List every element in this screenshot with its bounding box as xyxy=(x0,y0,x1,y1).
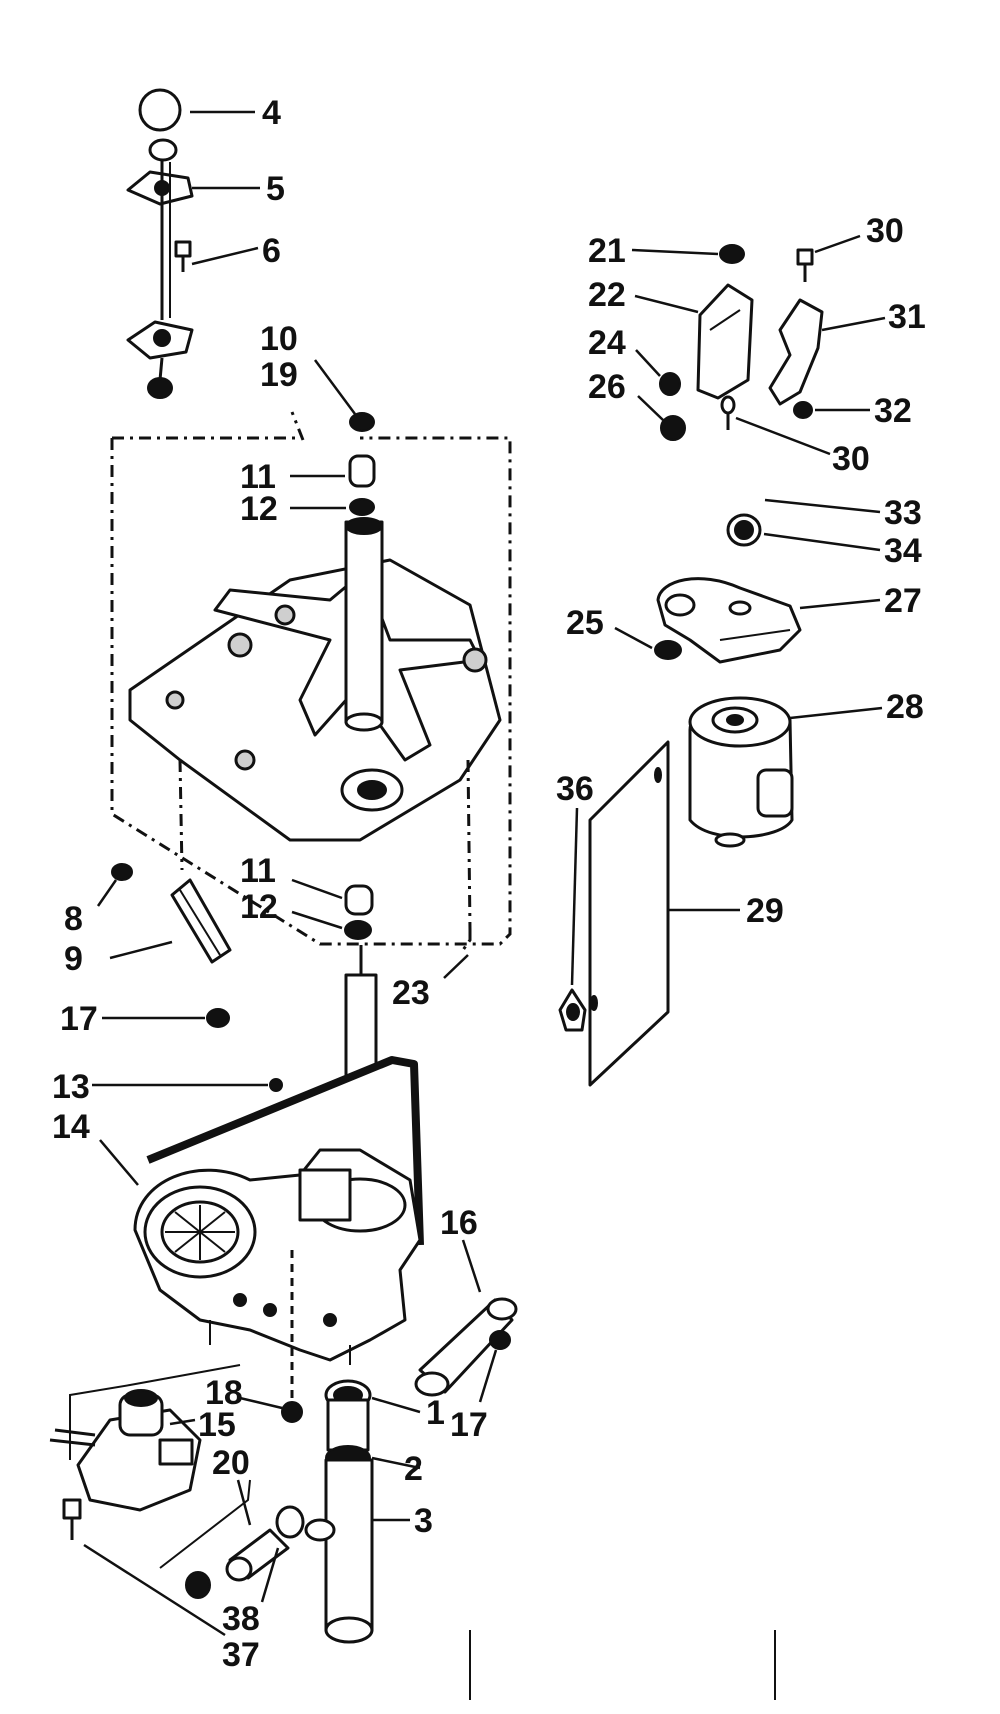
callout-leaders xyxy=(83,110,886,1637)
washer-part-24 xyxy=(659,372,681,396)
callout-16: 16 xyxy=(440,1204,478,1242)
nut-part-32 xyxy=(793,401,813,419)
callout-labels: 4 5 6 10 19 11 12 11 12 8 9 17 23 13 14 … xyxy=(52,94,926,1674)
screw-part-30-top xyxy=(796,248,814,282)
pin-part-20 xyxy=(225,1528,290,1582)
pointer-part-9-line xyxy=(178,759,184,871)
screw-part-6 xyxy=(174,240,192,272)
callout-32: 32 xyxy=(874,392,912,430)
washer-part-12-bottom xyxy=(344,920,372,940)
callout-24: 24 xyxy=(588,324,626,362)
callout-1: 1 xyxy=(426,1394,445,1432)
washer-part-12-top xyxy=(349,498,375,516)
pin-guide xyxy=(159,1479,251,1569)
bushing-part-33 xyxy=(726,513,762,547)
callout-26: 26 xyxy=(588,368,626,406)
callout-9: 9 xyxy=(64,940,83,978)
nut-part-21 xyxy=(719,244,745,264)
motor-part-28 xyxy=(688,696,794,848)
screw-part-30-bottom xyxy=(720,395,736,430)
pointer-part-19 xyxy=(290,411,305,441)
gearcase-part-14 xyxy=(133,1148,422,1365)
grommet-part-38 xyxy=(185,1571,211,1599)
bracket-part-31 xyxy=(768,298,824,406)
callout-3: 3 xyxy=(414,1502,433,1540)
callout-21: 21 xyxy=(588,232,626,270)
callout-25: 25 xyxy=(566,604,604,642)
callout-33: 33 xyxy=(884,494,922,532)
callout-30-bottom: 30 xyxy=(832,440,870,478)
callout-2: 2 xyxy=(404,1450,423,1488)
bracket-part-22 xyxy=(696,283,754,400)
bearing-part-11-bottom xyxy=(344,884,374,916)
callout-6: 6 xyxy=(262,232,281,270)
washer-part-25 xyxy=(654,640,682,660)
nut-part-17-left xyxy=(206,1008,230,1028)
callout-15: 15 xyxy=(198,1406,236,1444)
pump-part-15 xyxy=(49,1364,241,1512)
callout-27: 27 xyxy=(884,582,922,620)
callout-4: 4 xyxy=(262,94,281,132)
motor-bracket-part-27 xyxy=(656,577,802,664)
nut-part-26 xyxy=(660,415,686,441)
shift-arm-part-16 xyxy=(414,1297,518,1397)
callout-22: 22 xyxy=(588,276,626,314)
callout-19: 19 xyxy=(260,356,298,394)
callout-11-top: 11 xyxy=(240,458,276,496)
callout-23: 23 xyxy=(392,974,430,1012)
bearing-part-11-top xyxy=(348,454,376,488)
callout-5: 5 xyxy=(266,170,285,208)
callout-13: 13 xyxy=(52,1068,90,1106)
shield-part-29 xyxy=(588,740,670,1087)
screw-part-37 xyxy=(62,1498,82,1540)
pointer-part-23 xyxy=(461,930,472,951)
callout-30-top: 30 xyxy=(866,212,904,250)
callout-8: 8 xyxy=(64,900,83,938)
main-shaft xyxy=(344,517,384,732)
callout-37: 37 xyxy=(222,1636,260,1674)
callout-36: 36 xyxy=(556,770,594,808)
tube-assembly xyxy=(304,1379,374,1644)
washer-part-10 xyxy=(349,412,375,432)
nut-part-17-right xyxy=(489,1330,511,1350)
callout-34: 34 xyxy=(884,532,922,570)
base-plate xyxy=(128,558,502,842)
callout-12-bottom: 12 xyxy=(240,888,278,926)
ring-part-20b xyxy=(275,1505,305,1539)
bracket-part-9 xyxy=(170,878,232,964)
clip-part-13 xyxy=(269,1078,283,1092)
callout-17-left: 17 xyxy=(60,1000,98,1038)
callout-20: 20 xyxy=(212,1444,250,1482)
cap-part-4 xyxy=(138,88,182,132)
callout-28: 28 xyxy=(886,688,924,726)
callout-17-right: 17 xyxy=(450,1406,488,1444)
callout-29: 29 xyxy=(746,892,784,930)
callout-18: 18 xyxy=(205,1374,243,1412)
tube-part-3 xyxy=(324,1458,374,1632)
base-assembly-boundary xyxy=(110,436,512,946)
callout-11-bottom: 11 xyxy=(240,852,276,890)
pointer-part-23-line xyxy=(466,759,472,931)
callout-14: 14 xyxy=(52,1108,90,1146)
clip-part-36 xyxy=(558,988,587,1032)
agitator-shaft-part-5 xyxy=(126,138,194,399)
callout-31: 31 xyxy=(888,298,926,336)
callout-10: 10 xyxy=(260,320,298,358)
callout-12-top: 12 xyxy=(240,490,278,528)
screw-part-8 xyxy=(111,863,133,881)
screw-part-18 xyxy=(281,1250,303,1423)
callout-38: 38 xyxy=(222,1600,260,1638)
